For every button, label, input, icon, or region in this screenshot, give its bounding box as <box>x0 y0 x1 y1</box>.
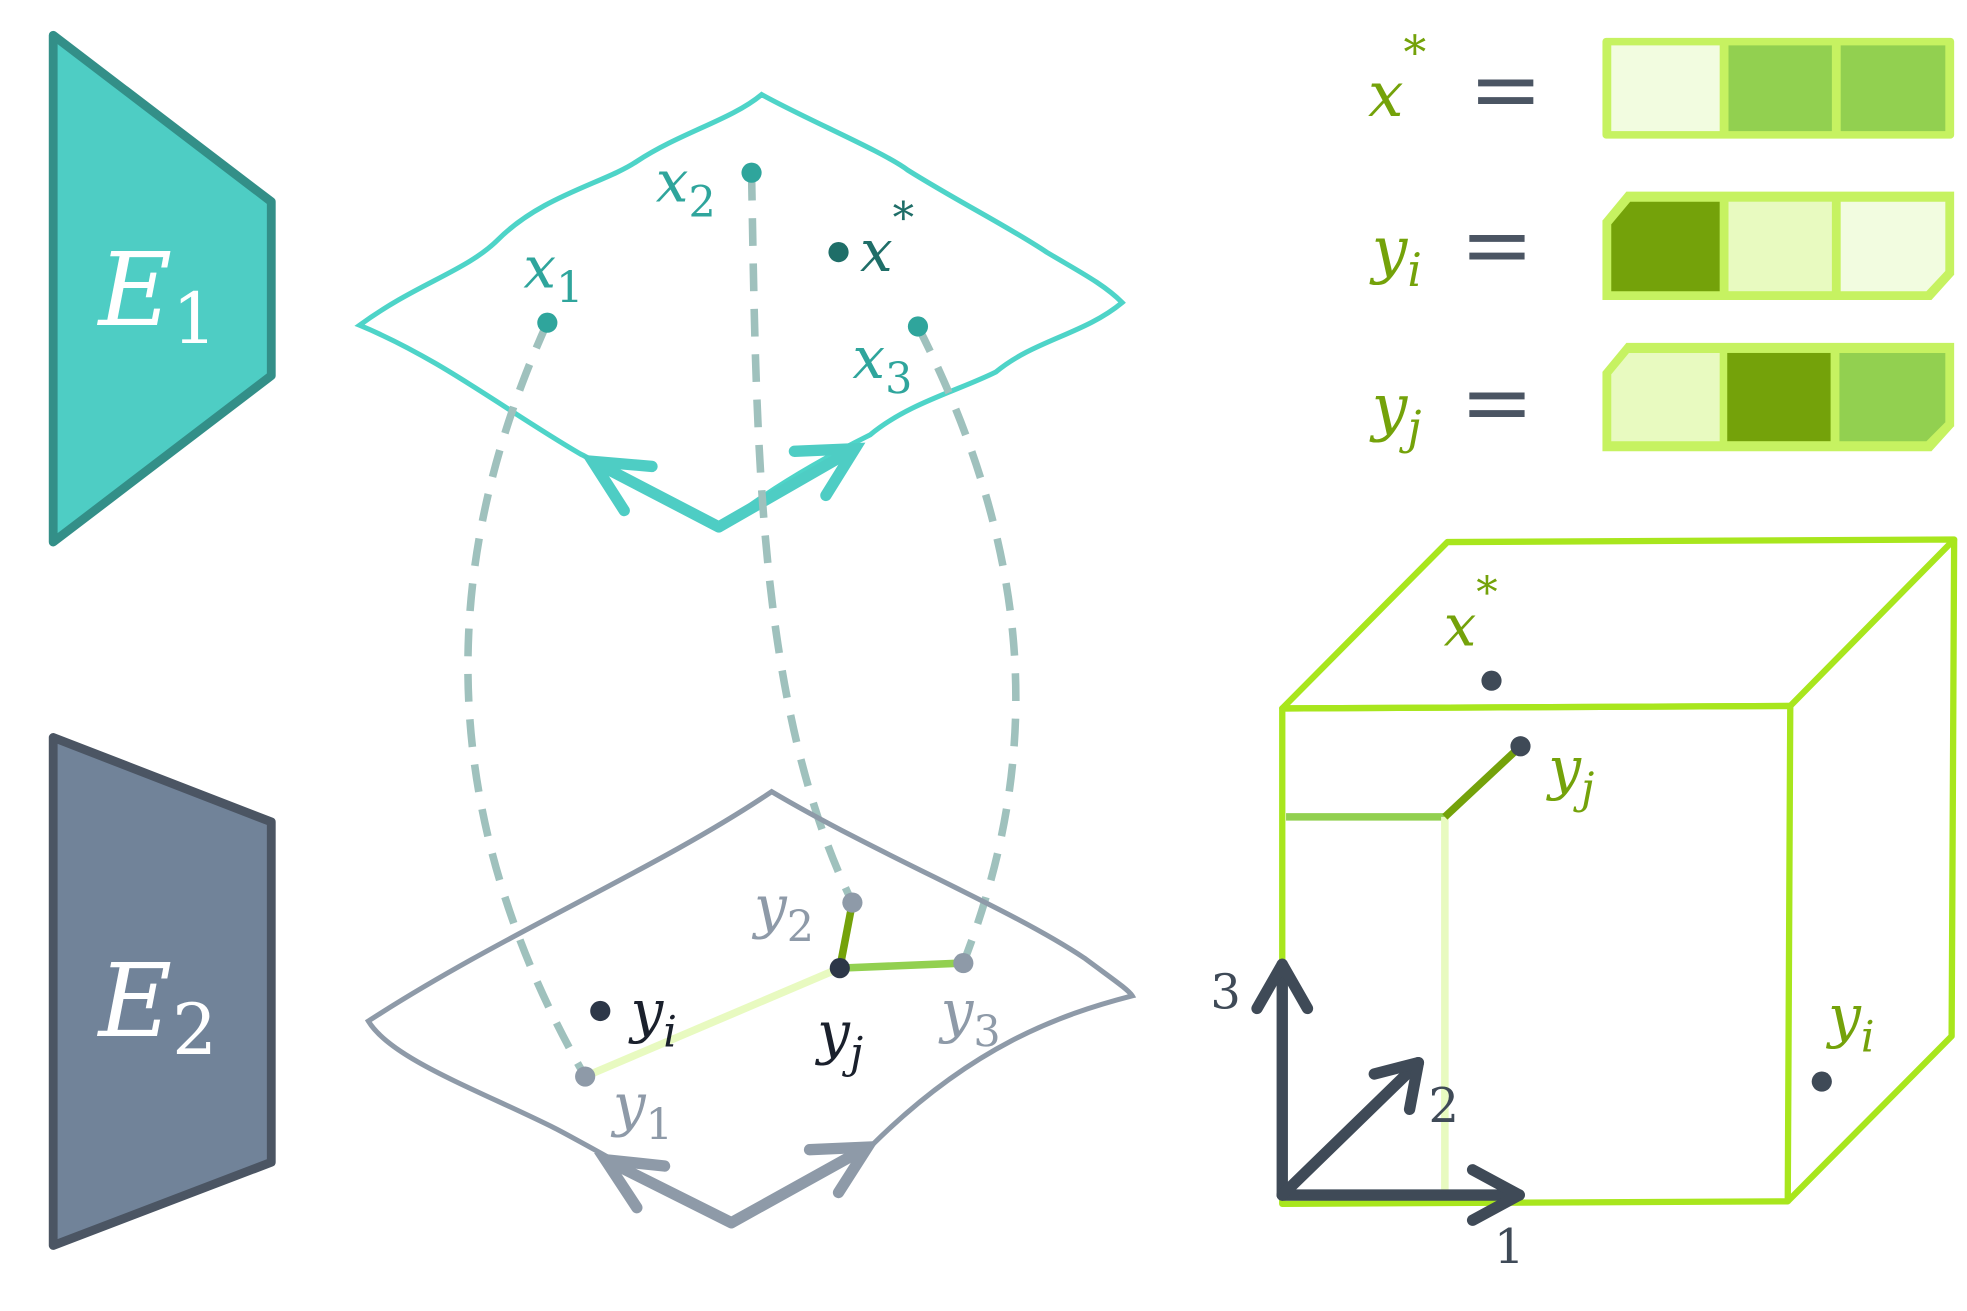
vector-cell <box>1611 201 1720 292</box>
legend-label-xstar: x* <box>1368 26 1426 131</box>
bottom-plane-outline <box>364 788 1137 1226</box>
point-xstar <box>828 242 849 263</box>
encoder-e1: E1 <box>48 30 276 547</box>
arrowhead-icon <box>1251 958 1314 1015</box>
axis-arrowhead-icon <box>1466 1164 1525 1226</box>
x1-y1-link <box>464 321 589 1079</box>
legend-row-yi: yi = <box>1369 191 1955 301</box>
point-x1 <box>537 312 558 333</box>
label-y3: y3 <box>938 977 1001 1057</box>
top-points: x1 x2 x3 x* <box>523 148 929 404</box>
label-y1: y1 <box>610 1070 673 1150</box>
yj-component-3 <box>1442 743 1524 820</box>
arrowhead-icon <box>788 442 866 502</box>
legend-row-xstar: x* = <box>1368 26 1955 141</box>
vector-cell <box>1840 45 1946 132</box>
bottom-manifold: y1 y2 y3 yi yj <box>364 788 1137 1229</box>
label-x3: x3 <box>852 324 912 404</box>
axis-label-1: 1 <box>1494 1220 1524 1275</box>
point-y2 <box>842 892 863 913</box>
legend-label-yj: yj <box>1369 371 1422 455</box>
yj-y1-component <box>583 964 842 1081</box>
axis-label-3: 3 <box>1210 965 1240 1020</box>
encoder-e2-label: E2 <box>97 942 218 1071</box>
vector-cell <box>1728 45 1832 132</box>
vector-cell <box>1611 45 1720 132</box>
encoder-e2-shape <box>48 733 276 1250</box>
point-y1 <box>575 1066 596 1087</box>
arrowhead-icon <box>803 1140 879 1199</box>
cube-point-yj <box>1510 736 1531 757</box>
vector-cell <box>1611 352 1720 442</box>
vector-cell <box>1728 201 1832 292</box>
yj-y3-component <box>839 959 964 972</box>
yj-y2-component <box>836 901 857 969</box>
vector-cell <box>1727 352 1831 442</box>
label-yj: yj <box>814 999 863 1079</box>
bottom-plane-axes <box>602 1142 871 1229</box>
label-xstar: x* <box>860 194 914 285</box>
vector-cell <box>1840 201 1946 292</box>
legend-equals: = <box>1460 350 1534 453</box>
correspondence-lines <box>464 172 1020 1079</box>
encoder-e1-label: E1 <box>97 231 218 360</box>
legend-equals: = <box>1460 193 1534 296</box>
label-x2: x2 <box>656 148 716 228</box>
cube-point-xstar <box>1481 670 1502 691</box>
cube-label-yi: yi <box>1825 982 1874 1062</box>
arrowhead-icon <box>593 1152 671 1214</box>
point-x3 <box>907 316 929 337</box>
point-x2 <box>741 162 762 183</box>
label-y2: y2 <box>751 873 814 953</box>
arrowhead-icon <box>581 454 658 517</box>
arrowhead-icon <box>1368 1056 1425 1115</box>
encoder-e2: E2 <box>48 733 276 1250</box>
encoder-e1-shape <box>48 30 276 547</box>
vector-cell <box>1839 352 1946 442</box>
point-yj <box>829 958 850 979</box>
axis-2 <box>1276 1056 1425 1201</box>
x3-y3-link <box>914 324 1020 965</box>
axis-label-2: 2 <box>1428 1079 1458 1134</box>
point-yi <box>590 1000 611 1022</box>
cube-point-yi <box>1811 1071 1832 1092</box>
legend-label-yi: yi <box>1369 213 1422 297</box>
cube-label-xstar: x* <box>1444 569 1498 660</box>
cube-label-yj: yj <box>1545 734 1594 814</box>
legend-row-yj: yj = <box>1369 342 1955 455</box>
point-y3 <box>953 952 974 974</box>
cube: x* yj yi 1 2 3 <box>1210 536 1958 1275</box>
top-plane-axes <box>590 443 858 533</box>
coordinate-axes <box>1251 958 1525 1226</box>
label-yi: yi <box>628 977 677 1057</box>
legend: x* = yi = yj = <box>1368 26 1955 455</box>
top-manifold <box>354 91 1126 533</box>
legend-equals: = <box>1469 38 1543 141</box>
top-plane-outline <box>354 91 1126 533</box>
label-x1: x1 <box>523 233 583 313</box>
